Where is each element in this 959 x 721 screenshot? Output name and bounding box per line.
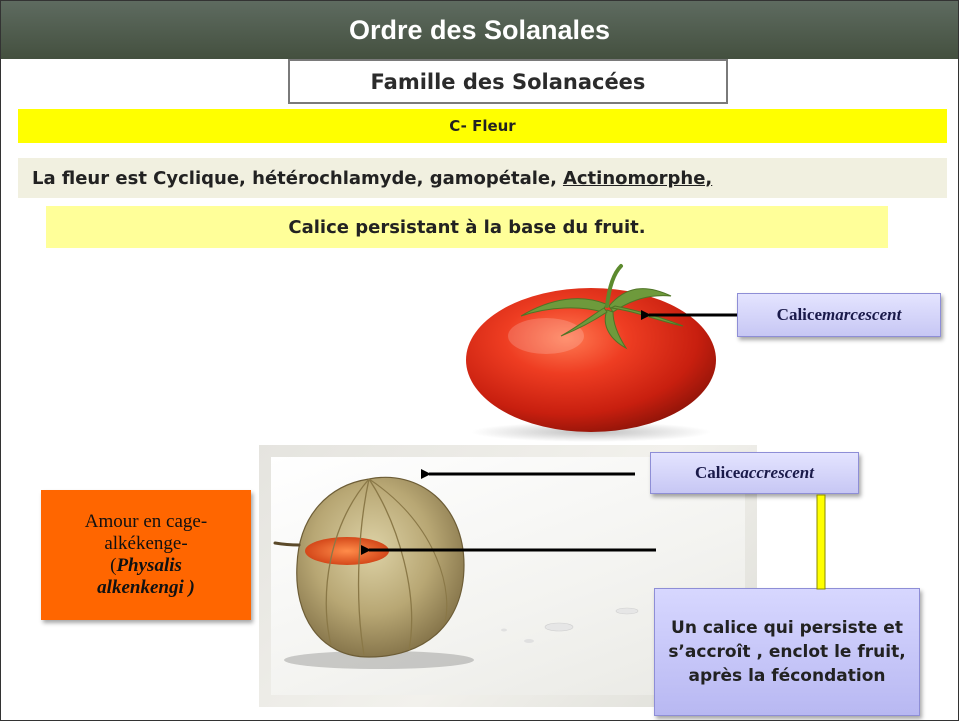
flower-description-underlined: Actinomorphe,: [562, 167, 713, 189]
calyx-explanation-box: Un calice qui persiste et s’accroît , en…: [654, 588, 920, 716]
tomato-image: [421, 256, 731, 444]
tomato-illustration: [466, 264, 716, 442]
label-accrescent-prefix: Calice: [695, 463, 741, 482]
label-accrescent-term: accrescent: [740, 463, 814, 482]
plant-name-box: Amour en cage- alkékenge- (Physalis alke…: [41, 490, 251, 620]
physalis-illustration: [273, 476, 639, 669]
plant-name-line3: (Physalis: [110, 555, 182, 577]
label-marcescent-prefix: Calice: [776, 305, 822, 324]
plant-name-line1: Amour en cage-: [84, 511, 208, 532]
flower-description: La fleur est Cyclique, hétérochlamyde, g…: [18, 158, 947, 198]
connector-bar: [816, 494, 826, 590]
plant-genus: Physalis: [116, 555, 182, 576]
plant-name-line2: alkékenge-: [104, 533, 188, 554]
flower-description-main: La fleur est Cyclique, hétérochlamyde, g…: [32, 167, 557, 189]
label-calice-marcescent: Calice marcescent: [737, 293, 941, 337]
family-subtitle: Famille des Solanacées: [288, 59, 728, 104]
calyx-statement: Calice persistant à la base du fruit.: [46, 206, 888, 248]
slide-title: Ordre des Solanales: [1, 1, 958, 59]
label-marcescent-term: marcescent: [822, 305, 902, 324]
label-calice-accrescent: Calice accrescent: [650, 452, 859, 494]
section-heading: C- Fleur: [18, 109, 947, 143]
plant-species: alkenkengi ): [97, 577, 195, 598]
plant-name-paren: (: [110, 555, 117, 576]
